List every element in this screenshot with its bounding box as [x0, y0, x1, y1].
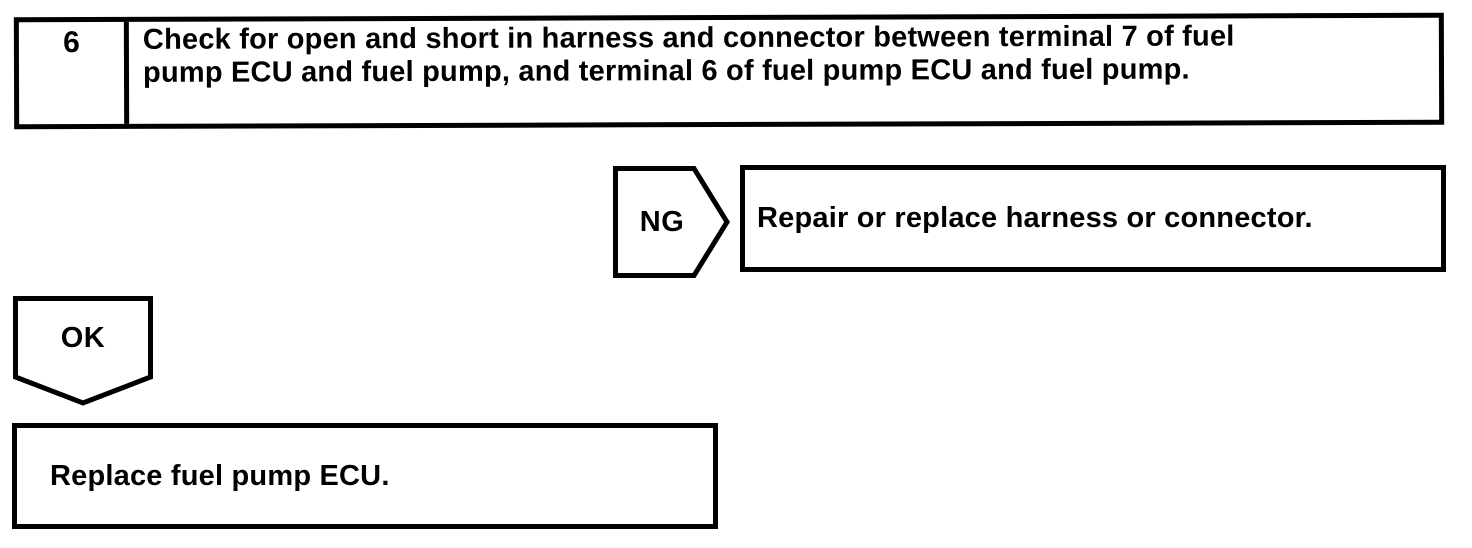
ng-label: NG [639, 205, 685, 238]
step-instruction: Check for open and short in harness and … [142, 20, 1235, 89]
step-number: 6 [18, 21, 130, 125]
ng-connector: NG [613, 166, 730, 278]
ng-action-box: Repair or replace harness or connector. [740, 165, 1446, 272]
step-box: 6 Check for open and short in harness an… [13, 12, 1445, 130]
final-action-text: Replace fuel pump ECU. [50, 459, 390, 492]
ok-label: OK [60, 321, 106, 354]
down-arrow-pentagon-icon [13, 296, 153, 406]
ok-connector: OK [13, 296, 153, 406]
right-arrow-pentagon-icon [613, 166, 730, 278]
final-action-box: Replace fuel pump ECU. [12, 423, 718, 529]
ng-action-text: Repair or replace harness or connector. [757, 202, 1313, 234]
